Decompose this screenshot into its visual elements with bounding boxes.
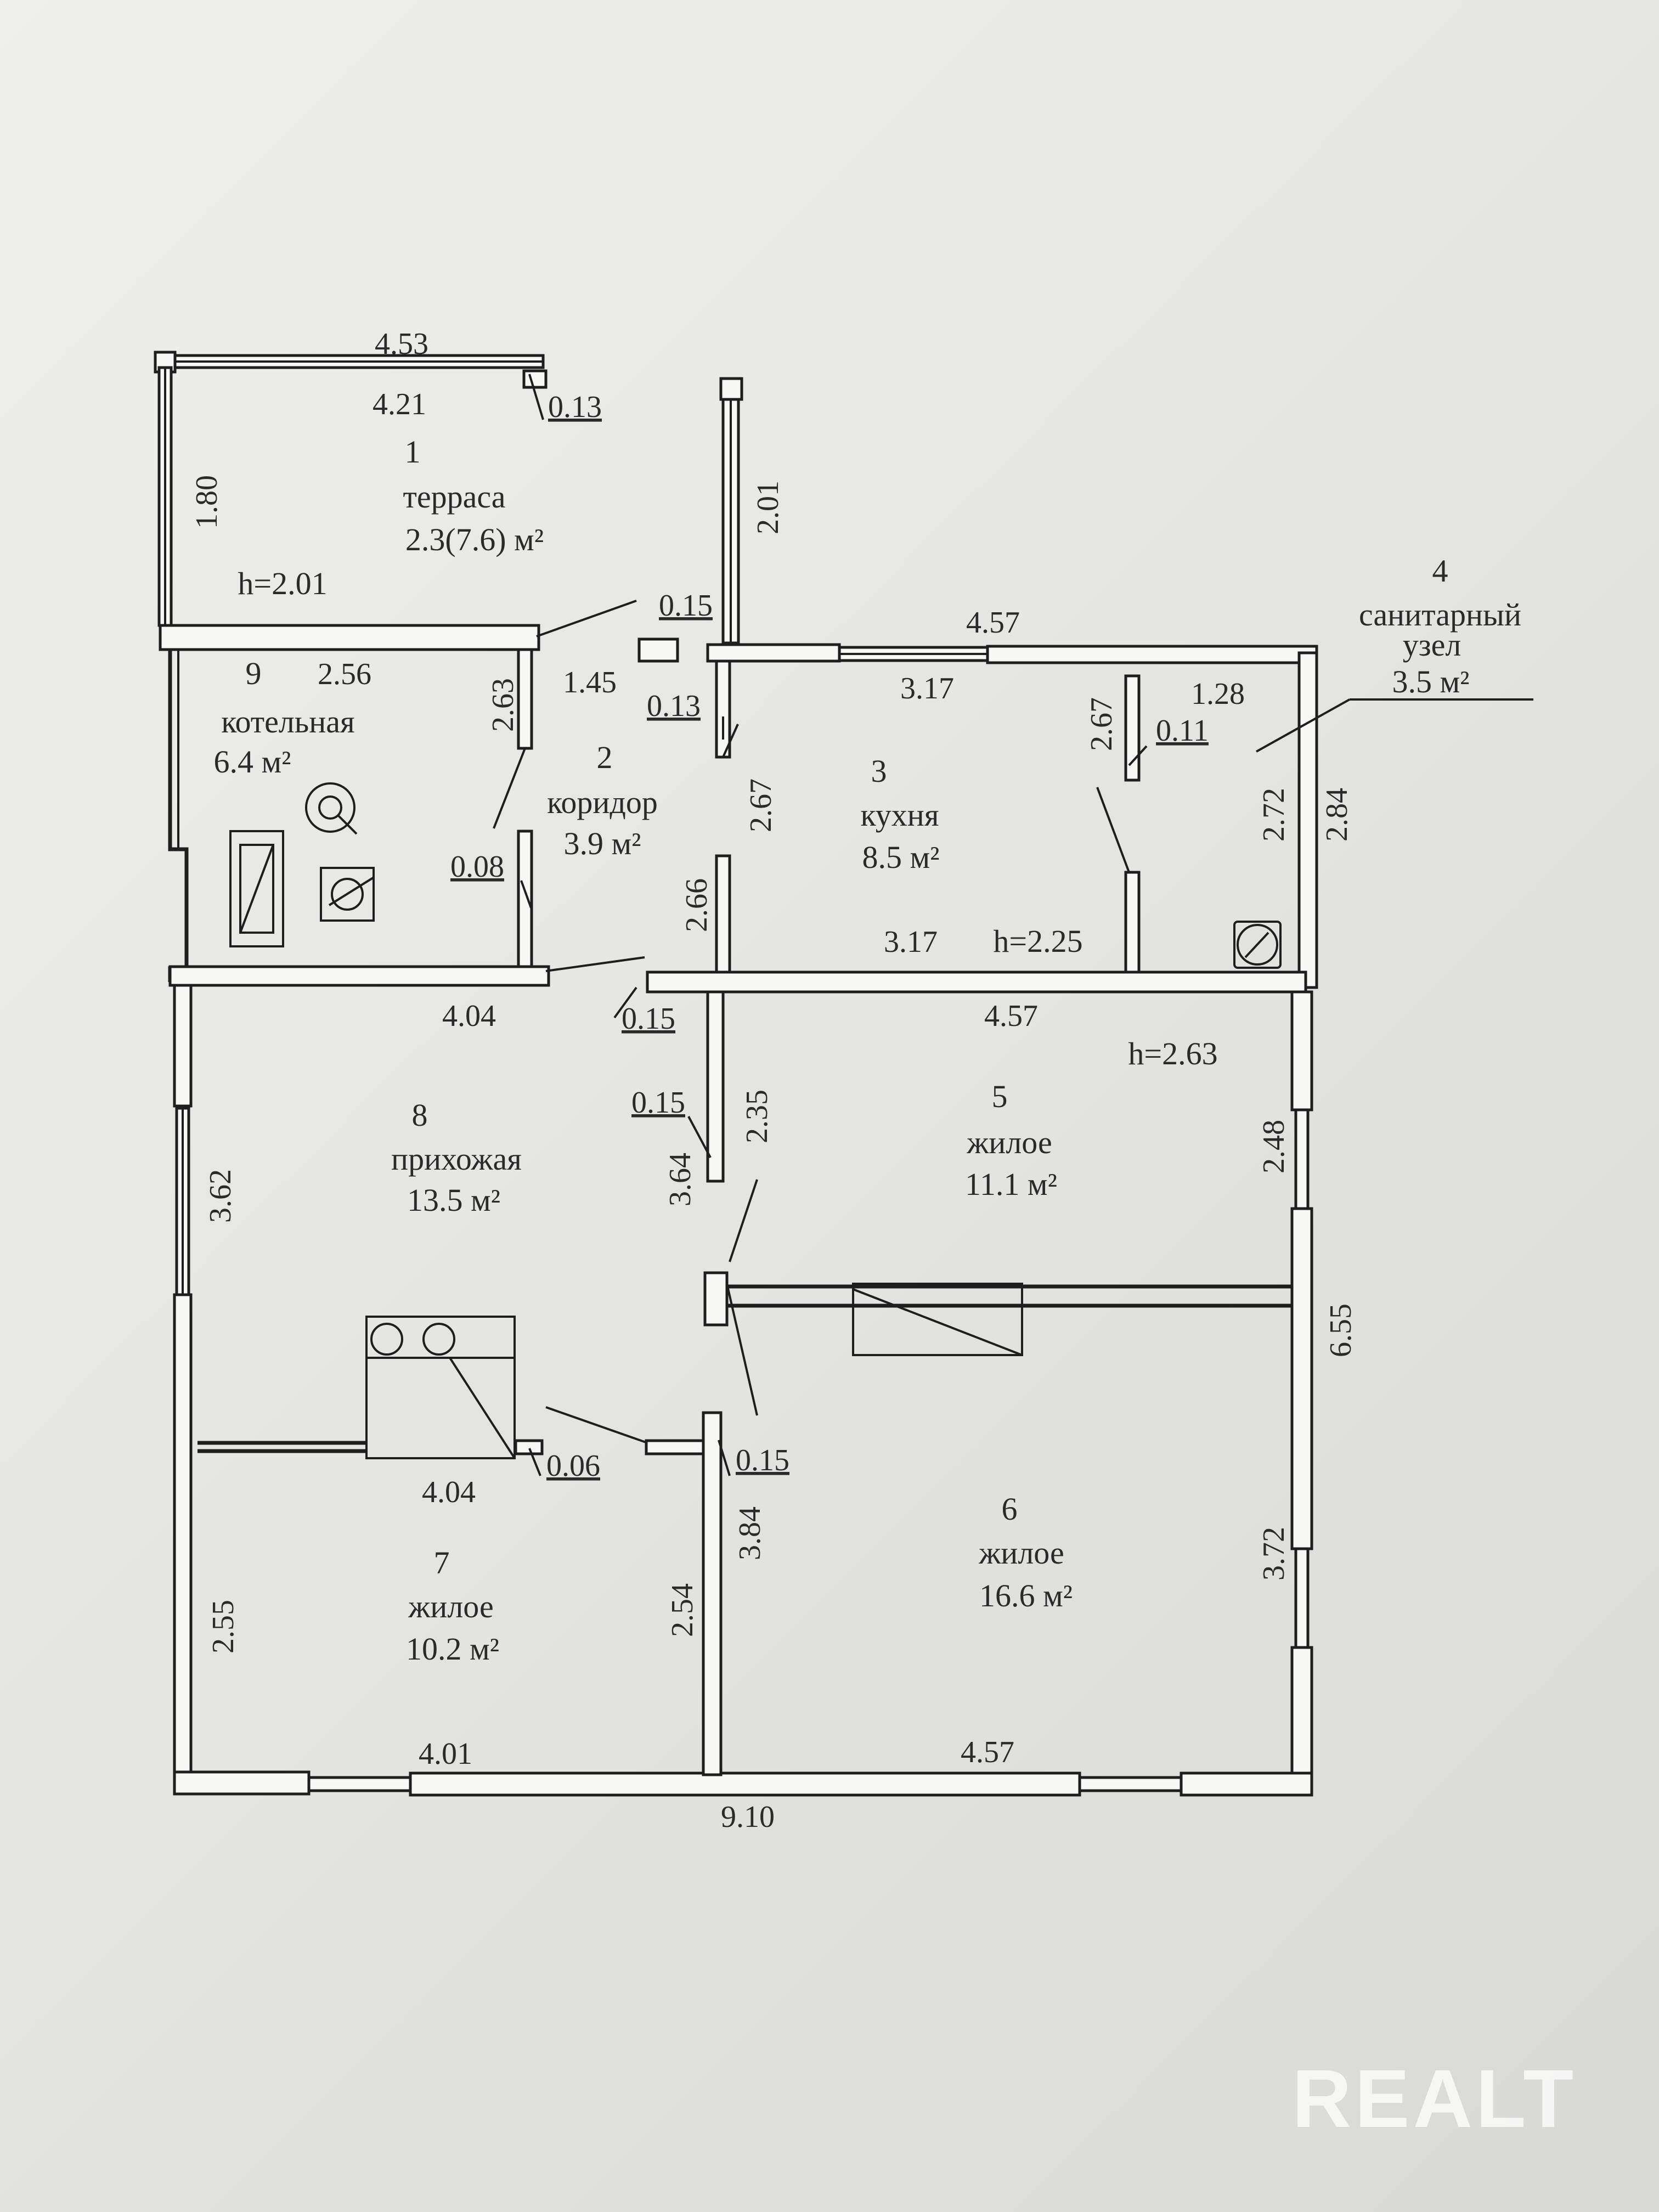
room-2-number: 2 — [597, 740, 613, 775]
dim-457-mid: 4.57 — [984, 999, 1038, 1033]
partition-8-5 — [706, 990, 725, 1183]
room-2-name: коридор — [547, 785, 658, 820]
room-2-area: 3.9 м² — [563, 826, 641, 861]
walls — [154, 351, 1318, 1797]
dim-655: 6.55 — [1324, 1304, 1358, 1357]
dim-008: 0.08 — [450, 850, 504, 884]
realt-watermark-logo: REALT — [1292, 2052, 1577, 2145]
dim-910-total: 9.10 — [721, 1800, 775, 1834]
heater-icon — [229, 830, 284, 947]
room-1-name: терраса — [403, 479, 505, 515]
partition-7-6 — [702, 1411, 723, 1776]
dim-272: 2.72 — [1257, 788, 1291, 842]
room-9-area: 6.4 м² — [213, 744, 291, 780]
dim-248: 2.48 — [1257, 1120, 1291, 1173]
dim-015-b: 0.15 — [622, 1002, 675, 1036]
fixtures — [229, 782, 1282, 1459]
dim-255: 2.55 — [206, 1600, 240, 1654]
dim-015-d: 0.15 — [736, 1443, 789, 1477]
room-5-name: жилое — [966, 1125, 1052, 1160]
dim-384: 3.84 — [733, 1506, 767, 1560]
stove-icon — [320, 867, 375, 922]
bottom-wall — [409, 1771, 1081, 1797]
leader-lines — [520, 374, 1533, 1476]
dim-235: 2.35 — [740, 1090, 774, 1143]
room-9-name: котельная — [221, 704, 354, 740]
dim-006: 0.06 — [546, 1449, 600, 1483]
oven-icon — [852, 1283, 1023, 1356]
room-8-area: 13.5 м² — [407, 1182, 500, 1218]
room-4-name-line1: санитарный — [1359, 597, 1521, 633]
dim-267-corr: 2.67 — [744, 778, 778, 832]
kitchen-top-wall-a — [706, 643, 841, 663]
dim-263: 2.63 — [486, 678, 520, 732]
dim-267-bath: 2.67 — [1085, 697, 1119, 751]
room-4-number: 4 — [1432, 553, 1448, 589]
room-4-area: 3.5 м² — [1392, 664, 1469, 699]
dim-145: 1.45 — [563, 665, 617, 699]
boiler-icon — [305, 782, 356, 833]
boiler-top-wall — [159, 624, 540, 651]
dim-364: 3.64 — [663, 1153, 697, 1206]
dim-284: 2.84 — [1320, 788, 1354, 842]
terrace-height: h=2.01 — [238, 566, 327, 601]
dim-457-top: 4.57 — [966, 606, 1020, 640]
room-8-name: прихожая — [391, 1141, 522, 1177]
room-3-name: кухня — [860, 797, 939, 833]
dim-128: 1.28 — [1191, 677, 1245, 711]
middle-wall-left — [168, 965, 550, 987]
dim-015-c: 0.15 — [631, 1086, 685, 1120]
right-wall-upper — [1297, 651, 1318, 989]
kitchen-top-wall-b — [986, 645, 1318, 664]
dim-457-bottom: 4.57 — [961, 1735, 1014, 1769]
room-7-number: 7 — [434, 1545, 450, 1581]
dim-015-a: 0.15 — [659, 589, 713, 623]
room-3-number: 3 — [871, 753, 887, 789]
room-1-area: 2.3(7.6) м² — [405, 522, 544, 557]
room-5-area: 11.1 м² — [965, 1166, 1057, 1202]
middle-wall-right — [646, 970, 1307, 994]
dim-266: 2.66 — [680, 878, 714, 932]
dim-362: 3.62 — [204, 1169, 238, 1223]
dim-terrace-post: 2.01 — [751, 481, 785, 534]
room-3-area: 8.5 м² — [862, 839, 939, 875]
room-7-area: 10.2 м² — [406, 1631, 499, 1667]
dim-013: 0.13 — [647, 689, 701, 723]
dimension-labels: 4.53 4.21 0.13 1.80 2.01 0.15 1.45 0.13 … — [190, 327, 1358, 1834]
room-1-number: 1 — [405, 434, 421, 470]
room-8-number: 8 — [412, 1097, 428, 1133]
kitchen-height: h=2.25 — [993, 923, 1082, 959]
room-5-number: 5 — [992, 1079, 1008, 1114]
dim-terrace-outer: 4.53 — [375, 327, 428, 361]
dim-372: 3.72 — [1257, 1527, 1291, 1581]
dim-254: 2.54 — [665, 1583, 699, 1637]
dim-terrace-side: 1.80 — [190, 475, 224, 529]
living-height: h=2.63 — [1128, 1036, 1217, 1071]
room-9-number: 9 — [246, 656, 262, 691]
dim-401: 4.01 — [419, 1737, 472, 1771]
meter-icon — [1233, 921, 1282, 969]
room-4-name-line2: узел — [1403, 627, 1462, 663]
room-7-name: жилое — [408, 1589, 494, 1624]
dim-011: 0.11 — [1156, 714, 1209, 748]
dim-256: 2.56 — [318, 657, 371, 691]
kitchen-stove-icon — [365, 1316, 516, 1459]
dim-404-mid: 4.04 — [442, 999, 496, 1033]
room-6-name: жилое — [978, 1535, 1064, 1571]
dim-404-low: 4.04 — [422, 1475, 476, 1509]
dim-terrace-thickness: 0.13 — [548, 390, 602, 424]
room-6-area: 16.6 м² — [979, 1578, 1073, 1613]
dim-terrace-inner: 4.21 — [373, 387, 426, 421]
room-labels: 1 терраса 2.3(7.6) м² h=2.01 9 котельная… — [213, 434, 1521, 1667]
room-6-number: 6 — [1002, 1491, 1018, 1527]
dim-317-top: 3.17 — [900, 672, 954, 706]
dim-317-mid: 3.17 — [884, 925, 938, 959]
